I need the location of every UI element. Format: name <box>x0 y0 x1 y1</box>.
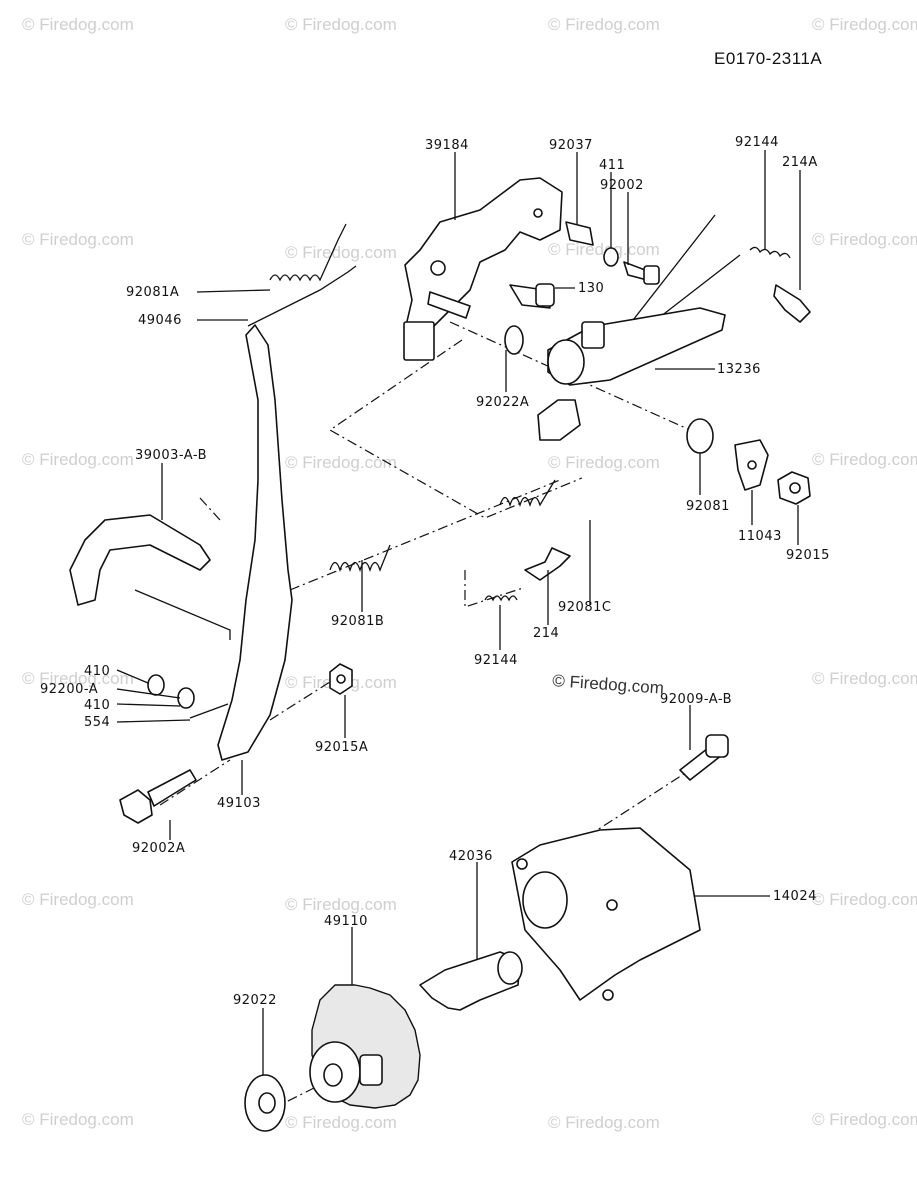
part-label: 13236 <box>717 362 761 377</box>
watermark-layer: © Firedog.com © Firedog.com © Firedog.co… <box>22 15 917 1132</box>
spring-92081C <box>499 479 556 508</box>
gear-49110 <box>309 984 421 1109</box>
watermark: © Firedog.com <box>812 669 917 688</box>
watermark-center: © Firedog.com <box>552 671 665 698</box>
spring-92081A <box>269 223 347 282</box>
rod-49046 <box>247 265 357 327</box>
part-label: 92200-A <box>40 682 98 697</box>
part-label: 214A <box>782 155 818 170</box>
part-label: 130 <box>578 281 604 296</box>
part-label: 92081B <box>331 614 384 629</box>
spring-92144-lower <box>484 595 518 602</box>
watermark: © Firedog.com <box>285 895 397 914</box>
lever-49103 <box>217 324 293 761</box>
part-label: 42036 <box>449 849 493 864</box>
part-label: 92015 <box>786 548 830 563</box>
watermark: © Firedog.com <box>22 15 134 34</box>
cover-14024 <box>511 827 701 1001</box>
spring-92081B <box>329 544 391 573</box>
washer-411 <box>603 247 619 267</box>
parts <box>69 177 811 1132</box>
bolt-92002A <box>119 789 153 824</box>
pin-554 <box>189 703 229 719</box>
clip-92037 <box>565 221 594 246</box>
watermark: © Firedog.com <box>548 240 660 259</box>
watermark: © Firedog.com <box>285 15 397 34</box>
part-label: 39003-A-B <box>135 448 207 463</box>
watermark: © Firedog.com <box>812 890 917 909</box>
bolt-214 <box>524 547 571 581</box>
washer-92081 <box>686 418 714 454</box>
watermark: © Firedog.com <box>22 890 134 909</box>
leader-lines <box>116 150 801 1075</box>
watermark: © Firedog.com <box>22 669 134 688</box>
part-label: 49046 <box>138 313 182 328</box>
spring-92144 <box>749 246 791 259</box>
part-label: 92002A <box>132 841 185 856</box>
part-label: 92037 <box>549 138 593 153</box>
part-label: 92081A <box>126 285 179 300</box>
part-label: 92022A <box>476 395 529 410</box>
watermark: © Firedog.com <box>22 1110 134 1129</box>
part-label: 92144 <box>474 653 518 668</box>
washer-410 <box>147 674 165 696</box>
watermark: © Firedog.com <box>548 15 660 34</box>
diagram-code: E0170-2311A <box>714 49 822 68</box>
part-label: 49103 <box>217 796 261 811</box>
shaft-42036 <box>419 951 521 1011</box>
watermark: © Firedog.com <box>285 453 397 472</box>
watermark: © Firedog.com <box>548 1113 660 1132</box>
watermark: © Firedog.com <box>548 453 660 472</box>
part-label: 92002 <box>600 178 644 193</box>
bolt-214A <box>773 284 811 323</box>
part-label: 92081C <box>558 600 611 615</box>
watermark: © Firedog.com <box>812 15 917 34</box>
watermark: © Firedog.com <box>22 230 134 249</box>
part-label: 49110 <box>324 914 368 929</box>
part-label: 411 <box>599 158 625 173</box>
part-label: 92022 <box>233 993 277 1008</box>
part-label: 92081 <box>686 499 730 514</box>
part-label: 214 <box>533 626 559 641</box>
watermark: © Firedog.com <box>22 450 134 469</box>
watermark: © Firedog.com <box>812 230 917 249</box>
part-label: 410 <box>84 664 110 679</box>
part-label: 410 <box>84 698 110 713</box>
washer-410-b <box>177 687 195 709</box>
watermark: © Firedog.com <box>285 243 397 262</box>
watermark: © Firedog.com <box>285 1113 397 1132</box>
part-label: 92144 <box>735 135 779 150</box>
handle-39003 <box>69 514 211 606</box>
part-label: 554 <box>84 715 110 730</box>
watermark: © Firedog.com <box>812 1110 917 1129</box>
part-label: 11043 <box>738 529 782 544</box>
washer-92022A <box>504 325 524 355</box>
part-label: 39184 <box>425 138 469 153</box>
part-label: 92009-A-B <box>660 692 732 707</box>
part-label: 92015A <box>315 740 368 755</box>
part-label: 14024 <box>773 889 817 904</box>
part-number-labels: 39184 92037 411 92002 92144 214A 92081A … <box>40 135 830 1008</box>
watermark: © Firedog.com <box>812 450 917 469</box>
